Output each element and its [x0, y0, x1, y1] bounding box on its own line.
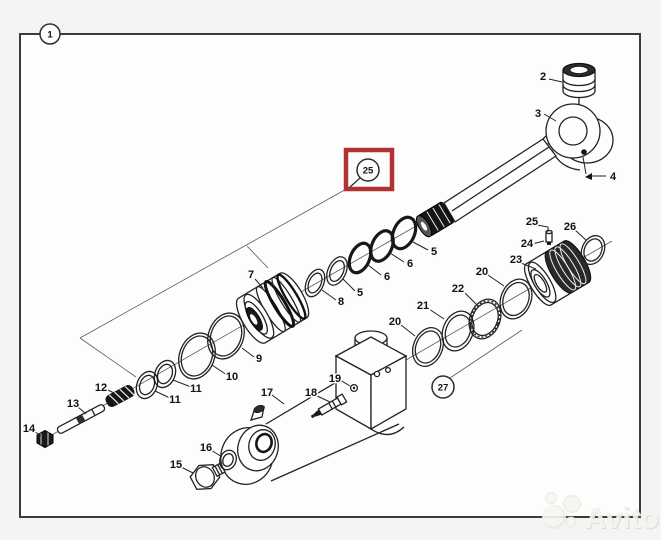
- piston-part-7: [235, 272, 310, 344]
- clamp-bolt-part-4-target: [581, 149, 587, 155]
- rod-eye-part-3: [538, 103, 614, 171]
- part-label-11b: 11: [169, 394, 181, 406]
- part-label-3: 3: [535, 108, 541, 120]
- part-label-9: 9: [256, 353, 262, 365]
- part-label-7: 7: [248, 269, 254, 281]
- cylinder-rod: [443, 138, 557, 223]
- nut-part-14: [36, 429, 54, 449]
- part-label-20b: 20: [389, 316, 401, 328]
- part-label-21: 21: [417, 300, 429, 312]
- red-highlight-box: [343, 147, 395, 192]
- barrel-part-17: [220, 354, 400, 485]
- kit-balloon-25: 25: [343, 147, 395, 192]
- frame-balloon-1-text: 1: [47, 30, 53, 41]
- barrel-port: [249, 404, 265, 421]
- avito-watermark-shadow: Avito: [586, 503, 660, 536]
- gland-part-23: [523, 240, 592, 307]
- piston-seal-rings: [304, 215, 418, 298]
- part-label-8: 8: [338, 296, 344, 308]
- part-label-11: 11: [190, 383, 202, 395]
- part-labels: 2 3 4 5 6 6 5 8 7 9 10 11 11 12 13 14 15…: [21, 70, 618, 473]
- part-label-4: 4: [610, 171, 617, 183]
- gland-seal-rings: [411, 278, 533, 367]
- valve-rod-part-13: [56, 404, 106, 434]
- part-label-18: 18: [305, 387, 317, 399]
- oring-part-26: [580, 234, 606, 266]
- group-balloon-27-text: 27: [438, 383, 449, 394]
- fitting-part-18: [311, 393, 348, 418]
- kit-balloon-25-text: 25: [363, 166, 374, 177]
- part-label-10: 10: [226, 371, 238, 383]
- part-label-12: 12: [95, 382, 107, 394]
- part-label-25: 25: [526, 216, 538, 228]
- avito-logo-icon: [542, 492, 581, 529]
- washer-part-16: [219, 449, 237, 471]
- part-label-2: 2: [540, 71, 546, 83]
- bushing-part-2: [562, 62, 596, 99]
- part-label-15: 15: [170, 459, 182, 471]
- frame-balloon-1: 1: [39, 23, 61, 45]
- rod-side-rings: [135, 312, 245, 400]
- label-leader-lines: [33, 78, 606, 474]
- part-label-23: 23: [510, 254, 522, 266]
- spring-part-12: [105, 384, 135, 408]
- part-label-24: 24: [521, 238, 534, 250]
- avito-watermark-text: Avito: [585, 502, 659, 535]
- valve-block: [334, 330, 408, 436]
- part-label-17: 17: [261, 387, 273, 399]
- part-label-6: 6: [407, 258, 413, 270]
- part-label-5: 5: [431, 246, 437, 258]
- part-label-14: 14: [23, 423, 36, 435]
- part-label-19: 19: [329, 373, 341, 385]
- part-label-6b: 6: [384, 271, 390, 283]
- avito-watermark: Avito Avito: [542, 492, 660, 536]
- part-label-16: 16: [200, 442, 212, 454]
- part-label-22: 22: [452, 283, 464, 295]
- rod-end-piece: [415, 201, 454, 238]
- group-balloon-27: 27: [431, 375, 455, 399]
- part-label-20: 20: [476, 266, 488, 278]
- part-label-26: 26: [564, 221, 576, 233]
- part-label-5b: 5: [357, 287, 363, 299]
- part-label-13: 13: [67, 398, 79, 410]
